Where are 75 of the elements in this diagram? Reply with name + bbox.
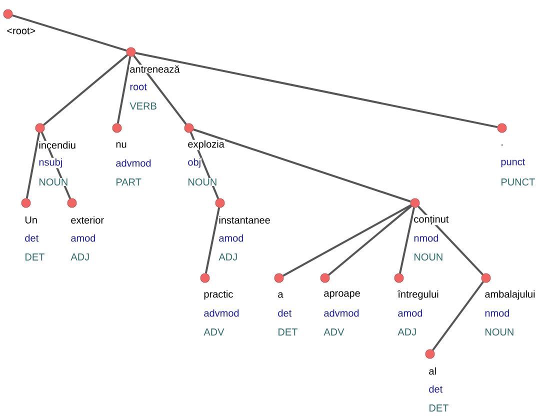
node-circle [67,198,77,208]
dependency-label: nmod [484,308,510,318]
node-circle [21,198,31,208]
pos-tag: ADJ [70,253,90,261]
dependency-label: amod [218,234,244,242]
word-label: întregului [397,290,440,300]
pos-tag: DET [428,404,450,412]
tree-edge [399,207,415,274]
word-label: <root> [6,27,36,35]
dependency-label: det [277,308,292,318]
word-label: . [500,144,504,146]
tree-edge [116,56,132,124]
word-label: instantanee [218,216,271,224]
dependency-label: advmod [323,308,360,318]
pos-tag: ADV [323,328,345,336]
node-circle [184,123,194,133]
tree-edge [43,54,128,126]
node-circle [410,198,420,208]
dependency-label: punct [500,158,526,168]
node-circle [481,273,491,283]
tree-edge [12,14,127,52]
tree-edge [432,281,484,351]
pos-tag: NOUN [38,178,69,186]
dependency-label: amod [397,308,424,318]
pos-tag: VERB [129,102,158,110]
pos-tag: DET [277,328,298,336]
word-label: practic [203,290,234,300]
node-circle [274,273,284,283]
pos-tag: NOUN [484,328,515,336]
tree-edge [204,207,220,274]
word-label: aproape [323,290,361,300]
dependency-label: nmod [413,234,440,242]
node-circle [3,9,13,19]
tree-edge [135,52,498,128]
dependency-label: advmod [115,158,152,168]
pos-tag: ADV [203,328,225,336]
pos-tag: NOUN [413,252,444,262]
dependency-label: obj [187,158,202,168]
dependency-label: amod [70,234,96,242]
node-circle [215,198,225,208]
tree-edge [418,206,484,276]
tree-edge [133,55,187,125]
dependency-label: det [428,384,444,394]
word-label: explozia [187,140,225,150]
pos-tag: PUNCT [500,178,536,186]
word-label: antrenează [129,64,180,74]
dependency-label: nsubj [38,158,64,168]
word-label: nu [115,142,128,148]
dependency-label: det [24,234,40,242]
word-label: conținut [413,214,450,226]
word-label: ambalajului [484,290,536,300]
node-circle [320,273,330,283]
pos-tag: DET [24,253,46,261]
node-circle [35,123,45,133]
dependency-label: root [129,83,148,91]
node-circle [200,273,210,283]
pos-tag: ADJ [218,253,238,261]
tree-edge [193,128,411,202]
word-label: al [428,366,437,376]
pos-tag: NOUN [187,178,218,186]
pos-tag: ADJ [397,328,418,336]
node-circle [425,349,435,359]
node-circle [394,273,404,283]
node-circle [497,123,507,133]
tree-edge [328,205,412,276]
node-circle [126,47,136,57]
pos-tag: PART [115,178,142,186]
word-label: incendiu [38,140,76,150]
word-label: a [277,292,284,298]
word-label: exterior [70,216,105,224]
word-label: Un [24,216,38,224]
node-circle [112,123,122,133]
dependency-label: advmod [203,308,240,318]
tree-edge [26,132,40,199]
tree-edge [282,204,412,277]
